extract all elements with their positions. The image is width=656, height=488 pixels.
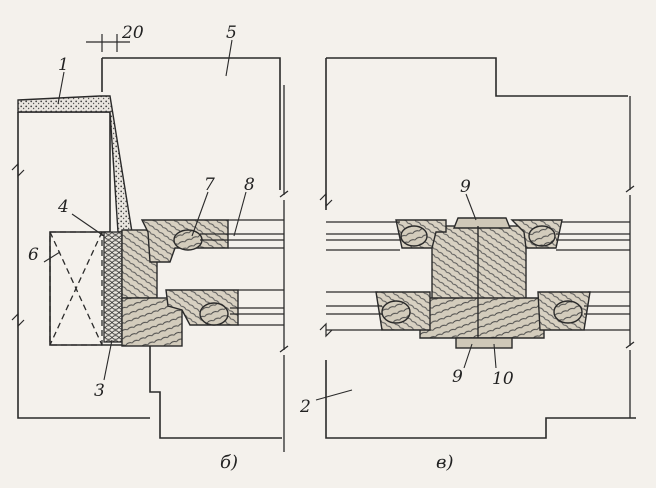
mullion-assembly [375, 217, 591, 349]
label-9-top: 9 [460, 177, 471, 197]
glazing-right [326, 221, 630, 331]
leader-lines [43, 39, 497, 401]
wall-block-lower [325, 360, 636, 439]
label-8: 8 [244, 175, 255, 195]
wall-block-upper [326, 57, 628, 97]
label-4: 4 [57, 197, 69, 217]
label-10: 10 [492, 369, 514, 389]
caption-right: в) [436, 452, 454, 473]
beam-block-5 [102, 57, 281, 190]
plaster-slope-1 [17, 95, 133, 233]
label-6: 6 [28, 245, 39, 265]
window-frame-left [121, 219, 239, 347]
left-section-view [11, 34, 289, 452]
glazing-left [200, 219, 284, 326]
label-2: 2 [299, 397, 311, 417]
seal-strip-4 [103, 231, 123, 343]
right-section-view [319, 57, 636, 439]
wall-left-edge [17, 112, 150, 419]
label-9-bottom: 9 [452, 367, 463, 387]
label-1: 1 [58, 55, 69, 75]
caption-left: б) [220, 452, 238, 473]
label-5: 5 [226, 23, 237, 43]
insulation-block-6 [49, 231, 103, 346]
label-3: 3 [94, 381, 105, 401]
label-7: 7 [204, 175, 215, 195]
wall-outline-left [18, 111, 282, 439]
label-20: 20 [121, 23, 144, 43]
